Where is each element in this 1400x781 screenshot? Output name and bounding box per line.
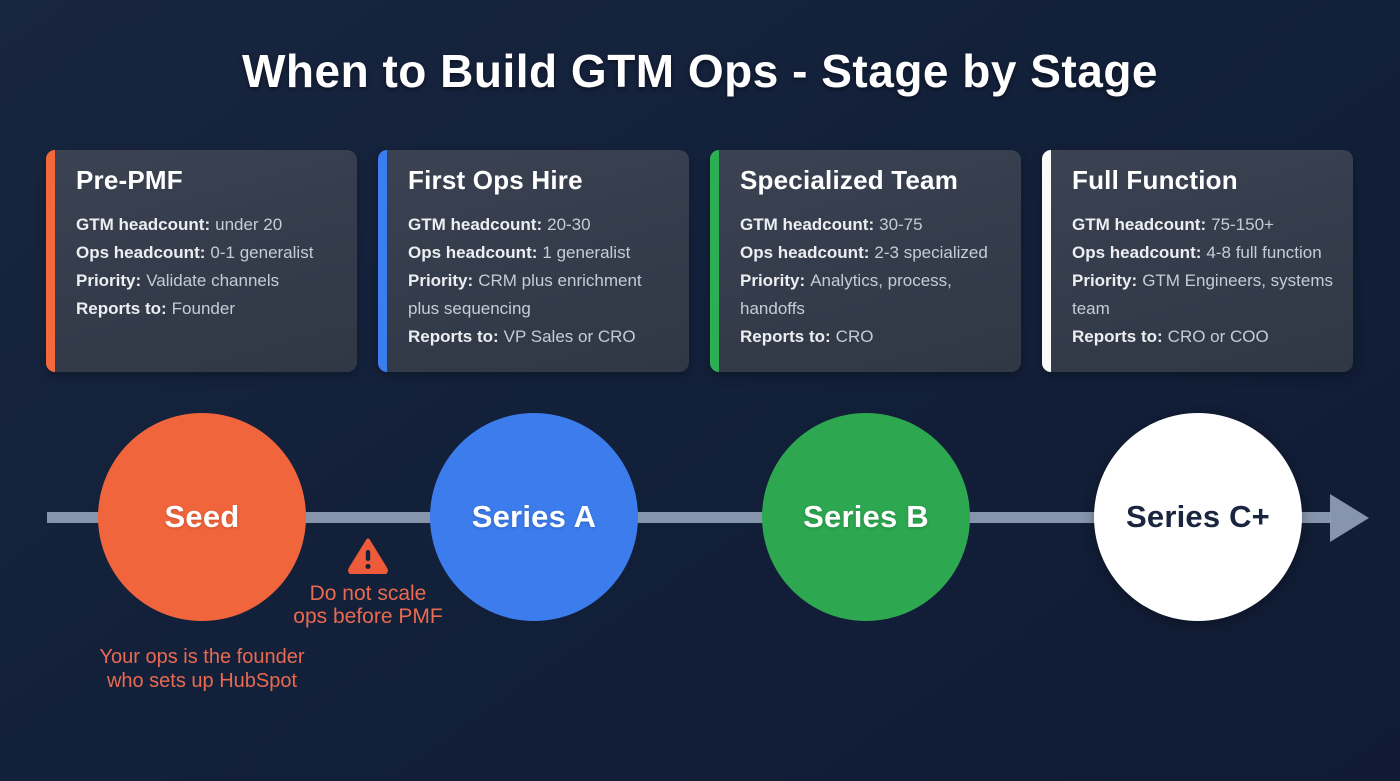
card-row: Reports to:CRO or COO: [1072, 323, 1341, 351]
card-accent-bar: [710, 150, 719, 372]
page-title: When to Build GTM Ops - Stage by Stage: [241, 45, 1159, 97]
row-value: 4-8 full function: [1206, 243, 1322, 262]
card-row: Ops headcount:4-8 full function: [1072, 239, 1341, 267]
timeline-line: [47, 512, 1331, 523]
row-value: 30-75: [879, 215, 923, 234]
card-row: Ops headcount:1 generalist: [408, 239, 677, 267]
stage-card-specialized-team: Specialized Team GTM headcount:30-75 Ops…: [710, 150, 1021, 372]
card-row: Priority:GTM Engineers, systems team: [1072, 267, 1341, 323]
row-label: Ops headcount:: [76, 243, 206, 262]
card-row: Reports to:CRO: [740, 323, 1009, 351]
seed-note-line: Your ops is the founder: [99, 646, 305, 668]
row-value: 2-3 specialized: [874, 243, 988, 262]
row-label: GTM headcount:: [740, 215, 875, 234]
warning-text-line: Do not scale: [309, 582, 427, 605]
timeline-arrowhead-icon: [1330, 494, 1369, 542]
card-row: Priority:Validate channels: [76, 267, 345, 295]
milestone-label: Series A: [471, 499, 597, 534]
row-value: 0-1 generalist: [210, 243, 314, 262]
row-label: Reports to:: [408, 327, 499, 346]
card-row: Reports to:Founder: [76, 295, 345, 323]
card-body: Pre-PMF GTM headcount:under 20 Ops headc…: [76, 165, 345, 323]
row-value: Founder: [171, 299, 235, 318]
card-accent-bar: [46, 150, 55, 372]
row-value: 20-30: [547, 215, 591, 234]
row-value: Validate channels: [146, 271, 280, 290]
row-label: Reports to:: [1072, 327, 1163, 346]
card-row: GTM headcount:30-75: [740, 211, 1009, 239]
row-value: under 20: [215, 215, 283, 234]
card-row: Ops headcount:2-3 specialized: [740, 239, 1009, 267]
card-title: Specialized Team: [740, 165, 959, 195]
row-label: Priority:: [408, 271, 474, 290]
card-row: Priority:Analytics, process, handoffs: [740, 267, 1009, 323]
row-value: CRM plus enrichment plus sequencing: [408, 271, 642, 318]
card-row: GTM headcount:75-150+: [1072, 211, 1341, 239]
card-row: Reports to:VP Sales or CRO: [408, 323, 677, 351]
stage-card-pre-pmf: Pre-PMF GTM headcount:under 20 Ops headc…: [46, 150, 357, 372]
milestone-label: Series C+: [1126, 499, 1270, 534]
card-accent-bar: [1042, 150, 1051, 372]
row-label: GTM headcount:: [76, 215, 211, 234]
row-label: Priority:: [1072, 271, 1138, 290]
row-label: Reports to:: [76, 299, 167, 318]
card-row: Ops headcount:0-1 generalist: [76, 239, 345, 267]
stage-card-first-ops-hire: First Ops Hire GTM headcount:20-30 Ops h…: [378, 150, 689, 372]
seed-note-line: who sets up HubSpot: [106, 670, 298, 692]
card-title: First Ops Hire: [408, 165, 583, 195]
milestone-series-c-plus: Series C+: [1094, 413, 1302, 621]
row-label: Ops headcount:: [740, 243, 870, 262]
card-row: Priority:CRM plus enrichment plus sequen…: [408, 267, 677, 323]
row-label: Ops headcount:: [1072, 243, 1202, 262]
card-accent-bar: [378, 150, 387, 372]
warning-triangle-icon: [258, 538, 478, 576]
card-row: GTM headcount:20-30: [408, 211, 677, 239]
card-body: Specialized Team GTM headcount:30-75 Ops…: [740, 165, 1009, 351]
milestone-label: Series B: [803, 499, 929, 534]
row-label: Ops headcount:: [408, 243, 538, 262]
card-body: First Ops Hire GTM headcount:20-30 Ops h…: [408, 165, 677, 351]
row-value: VP Sales or CRO: [503, 327, 636, 346]
warning-note: Do not scale ops before PMF: [258, 538, 478, 628]
stage-card-full-function: Full Function GTM headcount:75-150+ Ops …: [1042, 150, 1353, 372]
row-label: GTM headcount:: [1072, 215, 1207, 234]
card-title: Full Function: [1072, 165, 1238, 195]
row-value: 1 generalist: [542, 243, 631, 262]
warning-text-line: ops before PMF: [293, 605, 443, 628]
card-row: GTM headcount:under 20: [76, 211, 345, 239]
row-value: 75-150+: [1211, 215, 1274, 234]
milestone-series-b: Series B: [762, 413, 970, 621]
card-title: Pre-PMF: [76, 165, 183, 195]
row-value: GTM Engineers, systems team: [1072, 271, 1334, 318]
card-body: Full Function GTM headcount:75-150+ Ops …: [1072, 165, 1341, 351]
row-label: Priority:: [740, 271, 806, 290]
row-label: GTM headcount:: [408, 215, 543, 234]
row-label: Priority:: [76, 271, 142, 290]
row-value: Analytics, process, handoffs: [740, 271, 952, 318]
row-label: Reports to:: [740, 327, 831, 346]
milestone-label: Seed: [164, 499, 240, 534]
row-value: CRO: [835, 327, 874, 346]
seed-founder-note: Your ops is the founder who sets up HubS…: [52, 645, 352, 693]
milestone-seed: Seed: [98, 413, 306, 621]
milestone-series-a: Series A: [430, 413, 638, 621]
row-value: CRO or COO: [1167, 327, 1269, 346]
